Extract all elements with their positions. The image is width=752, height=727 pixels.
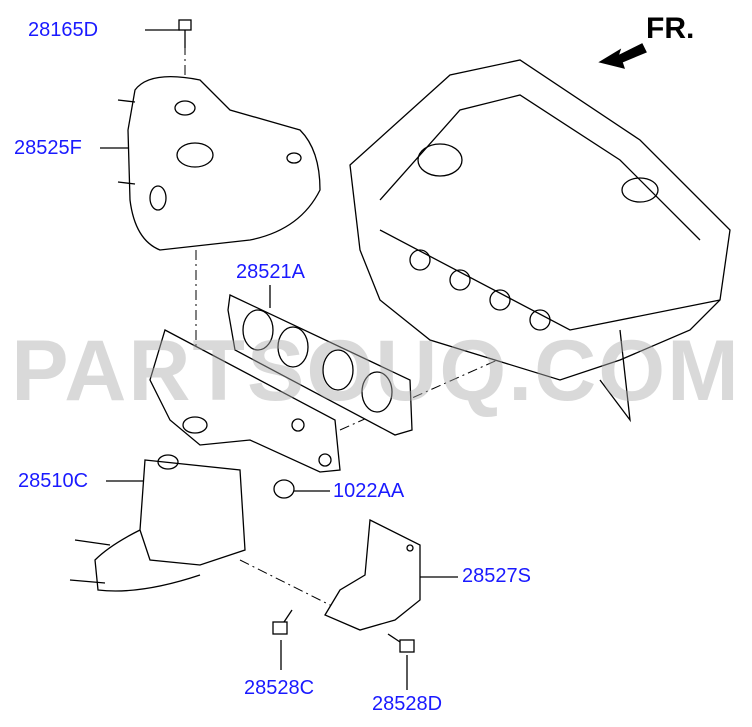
front-direction-label: FR.	[646, 12, 695, 45]
part-label-28528c[interactable]: 28528C	[244, 677, 315, 699]
cylinder-head	[349, 59, 731, 423]
part-label-28521a[interactable]: 28521A	[236, 261, 305, 283]
part-label-28528d[interactable]: 28528D	[372, 693, 443, 715]
part-label-28510c[interactable]: 28510C	[18, 470, 89, 492]
bolt-28528c	[272, 609, 293, 635]
bolt-28528d	[387, 633, 415, 653]
heat-shield-28525f	[117, 76, 321, 251]
part-label-1022aa[interactable]: 1022AA	[333, 480, 405, 502]
gasket-28521a	[227, 294, 413, 436]
part-label-28527s[interactable]: 28527S	[462, 565, 531, 587]
bolt-28165d	[178, 19, 192, 48]
part-label-28165d[interactable]: 28165D	[28, 19, 99, 41]
leader-lines	[100, 29, 458, 690]
nut-1022aa	[273, 479, 295, 499]
part-label-28525f[interactable]: 28525F	[14, 137, 82, 159]
front-arrow-icon	[598, 43, 647, 69]
bracket-28527s	[324, 518, 421, 631]
exhaust-manifold-28510c	[69, 329, 341, 592]
